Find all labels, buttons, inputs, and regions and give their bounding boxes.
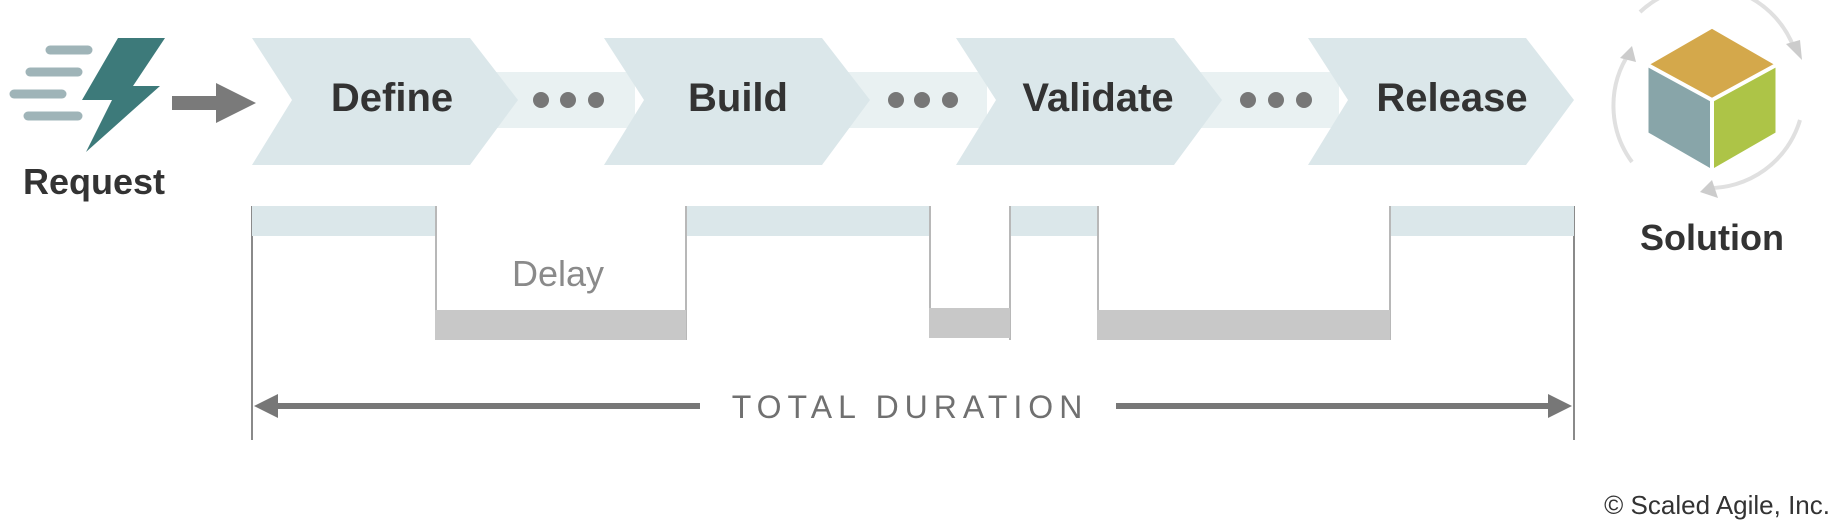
stage-release: Release bbox=[1308, 38, 1574, 165]
request-group: Request bbox=[9, 38, 256, 202]
chevron-shape bbox=[252, 38, 518, 165]
stage-validate: Validate bbox=[956, 38, 1222, 165]
solution-label: Solution bbox=[1640, 217, 1784, 258]
copyright: © Scaled Agile, Inc. bbox=[1604, 490, 1830, 520]
active-bar bbox=[1010, 206, 1098, 236]
active-bar bbox=[252, 206, 436, 236]
cycle-arrows-icon bbox=[1611, 0, 1802, 191]
cycle-arrowheads bbox=[1620, 40, 1802, 198]
ellipsis-dots bbox=[533, 92, 604, 108]
chevron-shape bbox=[1308, 38, 1574, 165]
ellipsis-dots bbox=[888, 92, 958, 108]
stage-label: Release bbox=[1376, 76, 1527, 120]
stage-label: Build bbox=[688, 76, 788, 120]
arrow-left-icon bbox=[254, 394, 278, 418]
stage-label: Define bbox=[331, 76, 453, 120]
timeline: Delay bbox=[251, 206, 1575, 440]
stage-define: Define bbox=[252, 38, 518, 165]
request-label: Request bbox=[23, 161, 165, 202]
delay-bar bbox=[435, 310, 686, 340]
ellipsis-dots bbox=[1240, 92, 1312, 108]
chevron-shape bbox=[604, 38, 870, 165]
delay-bar bbox=[1097, 310, 1390, 340]
cube-icon bbox=[1643, 23, 1781, 175]
speed-lines-icon bbox=[9, 45, 93, 121]
arrow-right-icon bbox=[1548, 394, 1572, 418]
active-bar bbox=[686, 206, 930, 236]
total-duration: TOTAL DURATION bbox=[254, 389, 1572, 425]
chevron-shape bbox=[956, 38, 1222, 165]
request-arrow-icon bbox=[172, 83, 256, 123]
delay-label: Delay bbox=[512, 253, 604, 294]
lightning-bolt-icon bbox=[82, 38, 165, 152]
active-bar bbox=[1390, 206, 1574, 236]
stage-build: Build bbox=[604, 38, 870, 165]
total-duration-label: TOTAL DURATION bbox=[732, 389, 1089, 425]
delay-bar bbox=[929, 308, 1010, 338]
solution-group: Solution bbox=[1611, 0, 1802, 258]
stage-label: Validate bbox=[1022, 76, 1173, 120]
